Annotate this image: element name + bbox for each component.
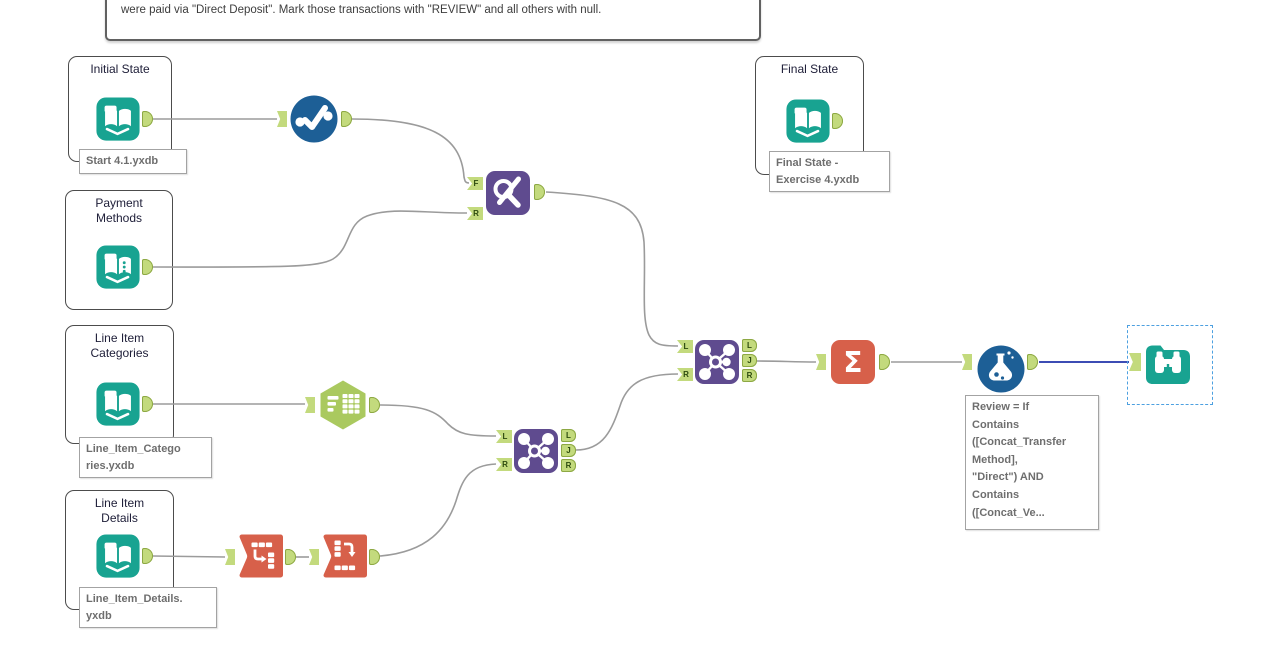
flask-icon [978, 346, 1025, 393]
input-data-tool-line-item-categories[interactable] [95, 381, 141, 427]
annotation-start-yxdb[interactable]: Start 4.1.yxdb [79, 149, 187, 174]
column-to-row-icon [324, 535, 367, 578]
join-details-input-anchor-l[interactable]: L [496, 430, 512, 443]
binoculars-icon [1146, 346, 1190, 385]
connection-payment-to-findreplace-r[interactable] [152, 210, 468, 268]
connection-joinmain-j-to-summarize[interactable] [756, 360, 817, 363]
transpose-output-anchor[interactable] [285, 549, 296, 565]
join-main-output-anchor-l[interactable]: L [742, 339, 757, 352]
book-icon [96, 97, 139, 140]
input-data-tool-initial-state[interactable] [95, 96, 141, 142]
select-check-icon [291, 96, 338, 143]
cross-tab-output-anchor[interactable] [369, 549, 380, 565]
select-tool[interactable] [289, 94, 339, 144]
selection-rectangle [1127, 325, 1213, 405]
annotation-formula-expression[interactable]: Review = If Contains ([Concat_Transfer M… [965, 395, 1099, 530]
book-icon [96, 382, 139, 425]
connection-texttocolumns-to-joindetails-l[interactable] [379, 404, 497, 437]
formula-input-anchor[interactable] [962, 354, 972, 370]
formula-tool[interactable] [976, 344, 1026, 394]
text-to-columns-tool[interactable] [317, 379, 369, 431]
sigma-icon: Σ [843, 346, 862, 379]
comment-box[interactable]: were paid via "Direct Deposit". Mark tho… [105, 0, 761, 41]
connection-joindetails-j-to-joinmain-r[interactable] [575, 373, 679, 451]
book-icon [96, 245, 139, 288]
container-label: Initial State [90, 62, 150, 76]
join-details-output-anchor-r[interactable]: R [561, 459, 576, 472]
input-categories-output-anchor[interactable] [142, 396, 153, 412]
input-final-output-anchor[interactable] [832, 113, 843, 129]
browse-tool[interactable] [1144, 338, 1192, 386]
join-network-icon [695, 340, 739, 384]
input-initial-output-anchor[interactable] [142, 111, 153, 127]
find-replace-tool[interactable] [484, 169, 532, 217]
annotation-final-state-yxdb[interactable]: Final State - Exercise 4.yxdb [769, 151, 890, 192]
container-label: Line Item Categories [90, 331, 149, 360]
connection-select-to-findreplace-f[interactable] [351, 118, 470, 184]
book-icon [786, 99, 829, 142]
join-main-output-anchor-r[interactable]: R [742, 369, 757, 382]
join-main-output-anchor-j[interactable]: J [742, 354, 757, 367]
join-main-input-anchor-r[interactable]: R [677, 368, 693, 381]
transpose-input-anchor[interactable] [225, 549, 235, 565]
container-label: Payment Methods [95, 196, 143, 225]
text-to-columns-input-anchor[interactable] [305, 397, 315, 413]
container-label: Line Item Details [94, 496, 145, 525]
find-replace-input-anchor-f[interactable]: F [467, 177, 483, 190]
select-output-anchor[interactable] [341, 111, 352, 127]
browse-input-anchor[interactable] [1129, 353, 1141, 371]
join-details-input-anchor-r[interactable]: R [496, 458, 512, 471]
cross-tab-tool[interactable] [321, 532, 369, 580]
summarize-output-anchor[interactable] [879, 354, 890, 370]
join-details-tool[interactable] [512, 427, 560, 475]
text-to-columns-output-anchor[interactable] [369, 397, 380, 413]
input-data-tool-payment-methods[interactable] [95, 244, 141, 290]
join-network-icon [514, 429, 558, 473]
text-to-table-icon [321, 381, 366, 430]
annotation-line-item-details-yxdb[interactable]: Line_Item_Details. yxdb [79, 587, 217, 628]
comment-text: were paid via "Direct Deposit". Mark tho… [121, 4, 602, 16]
formula-output-anchor[interactable] [1027, 354, 1038, 370]
connection-crosstab-to-joindetails-r[interactable] [379, 463, 497, 557]
join-details-output-anchor-j[interactable]: J [561, 444, 576, 457]
join-main-tool[interactable] [693, 338, 741, 386]
row-to-column-icon [240, 535, 283, 578]
container-initial-state[interactable]: Initial State [68, 56, 172, 162]
input-data-tool-line-item-details[interactable] [95, 533, 141, 579]
select-input-anchor[interactable] [277, 111, 287, 127]
join-details-output-anchor-l[interactable]: L [561, 429, 576, 442]
input-data-tool-final-state[interactable] [785, 98, 831, 144]
cross-tab-input-anchor[interactable] [309, 549, 319, 565]
input-payment-output-anchor[interactable] [142, 259, 153, 275]
summarize-input-anchor[interactable] [816, 354, 826, 370]
join-main-input-anchor-l[interactable]: L [677, 340, 693, 353]
transpose-tool[interactable] [237, 532, 285, 580]
annotation-line-item-categories-yxdb[interactable]: Line_Item_Catego ries.yxdb [79, 437, 212, 478]
magnifier-pencil-icon [486, 171, 530, 215]
container-label: Final State [780, 62, 839, 76]
book-icon [96, 534, 139, 577]
summarize-tool[interactable]: Σ [829, 338, 877, 386]
connection-findreplace-to-joinmain-l[interactable] [545, 191, 679, 347]
find-replace-output-anchor[interactable] [534, 184, 545, 200]
input-details-output-anchor[interactable] [142, 548, 153, 564]
find-replace-input-anchor-r[interactable]: R [467, 207, 483, 220]
